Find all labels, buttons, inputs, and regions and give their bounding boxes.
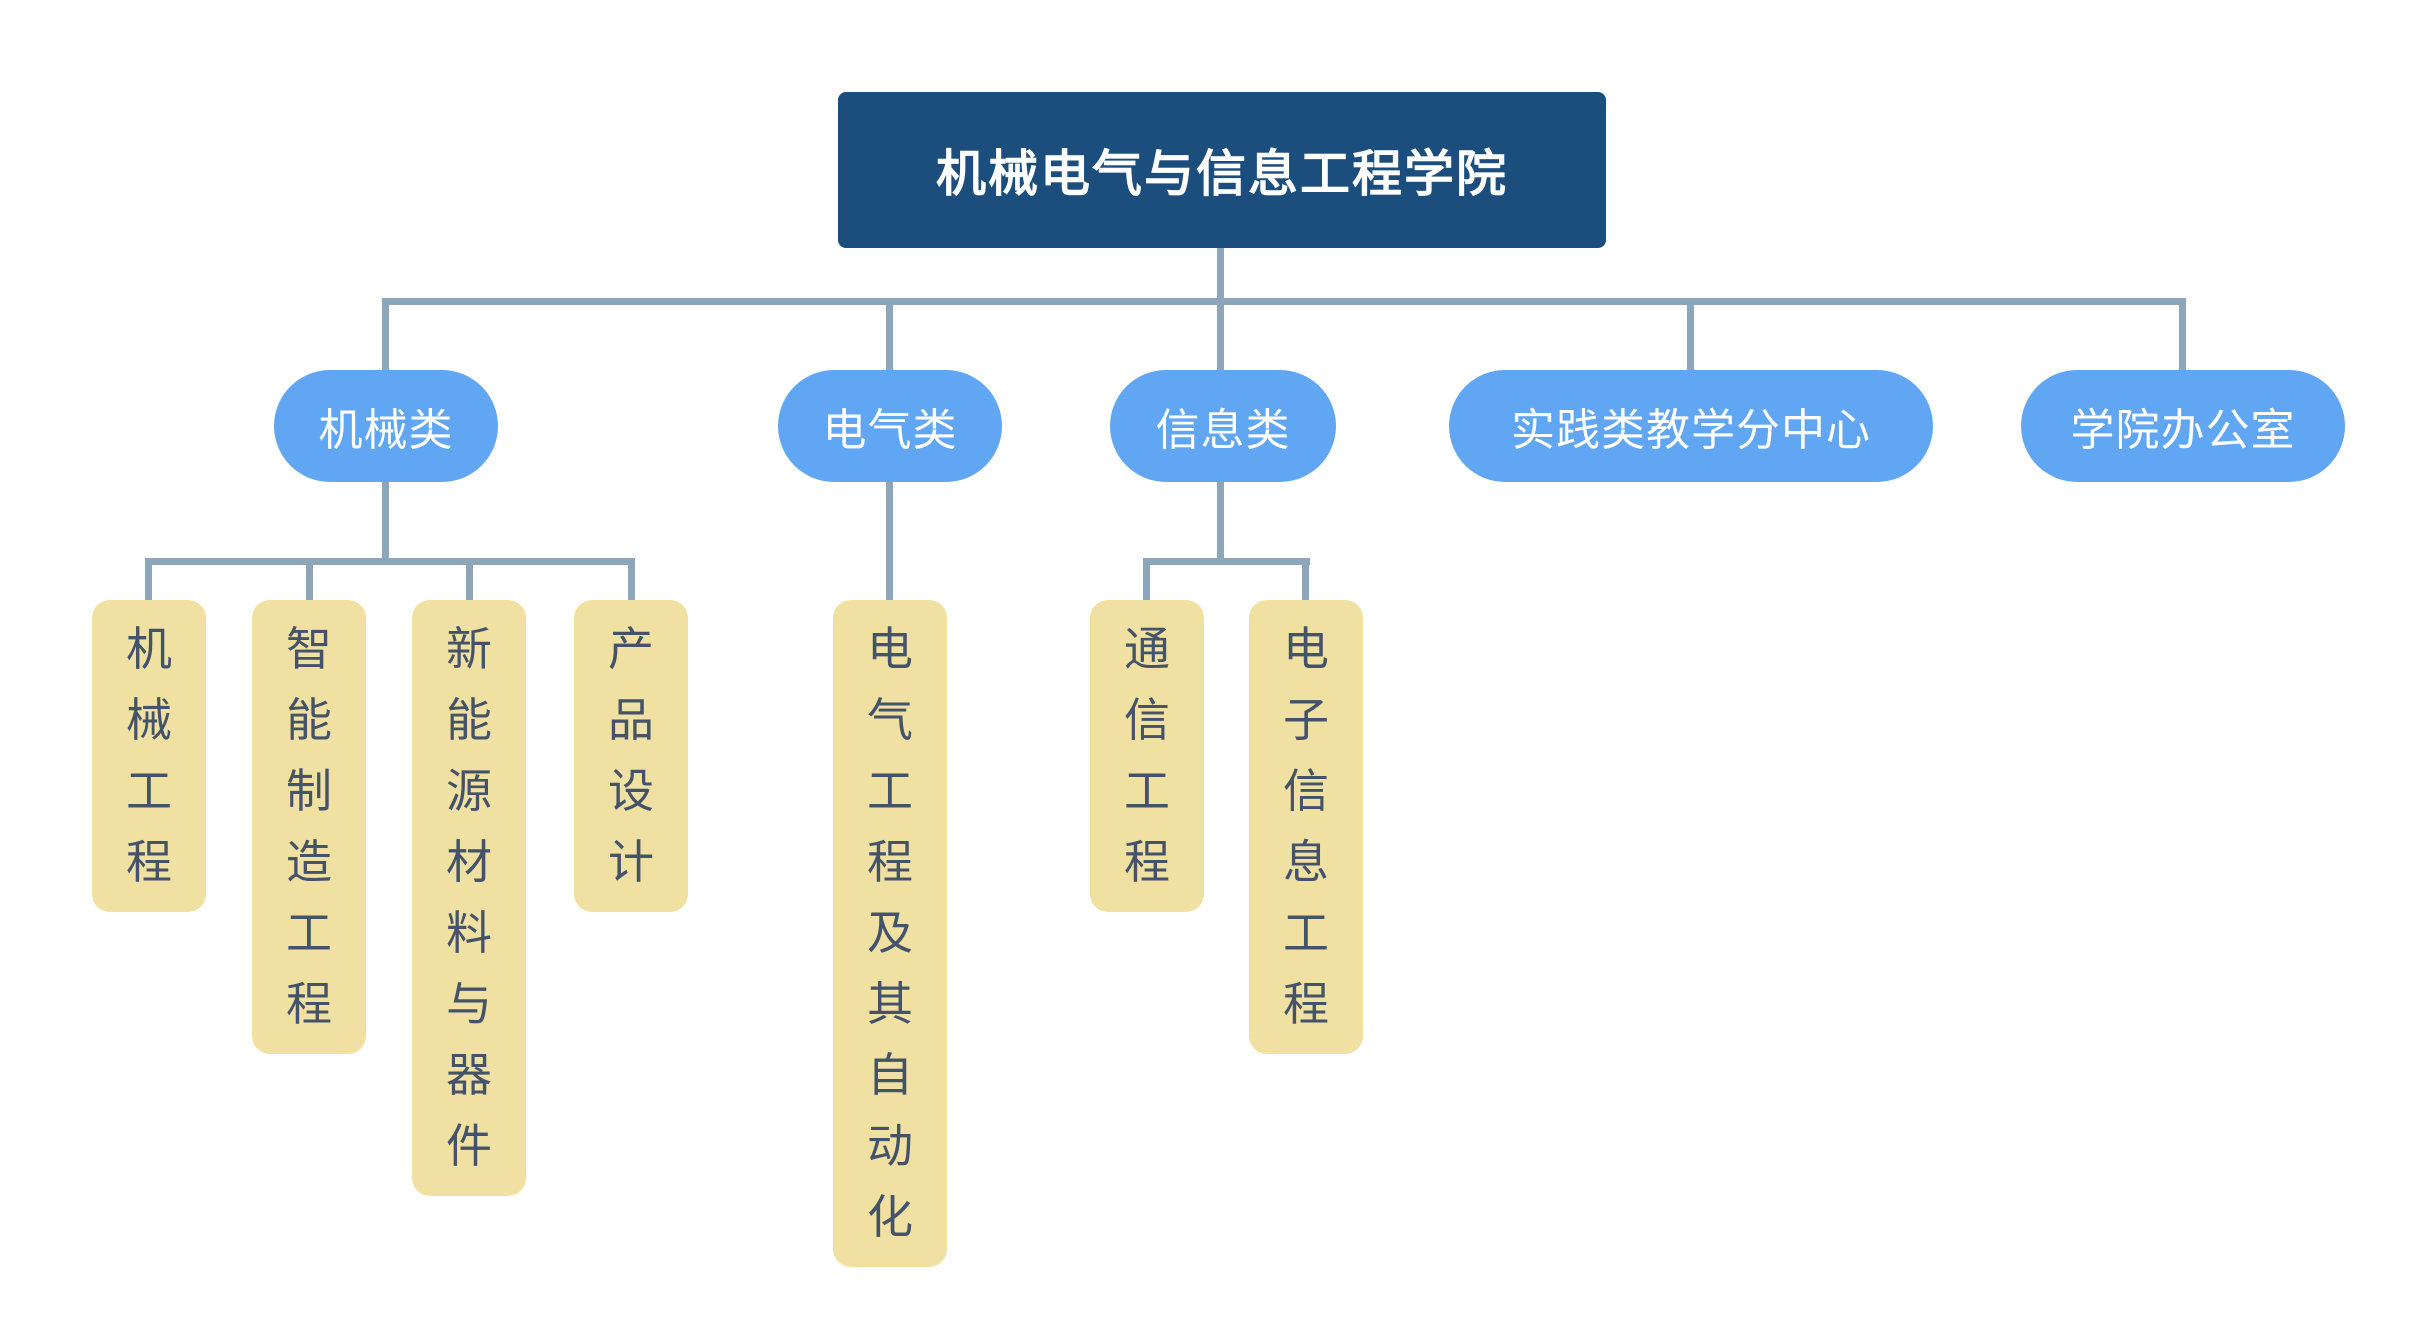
connector-level2-rail: [382, 298, 2186, 305]
program-communication-engineering-label: 通信工程: [1124, 623, 1170, 888]
connector-drop-college-office: [2179, 298, 2186, 370]
program-mechanical-engineering-label: 机械工程: [126, 623, 172, 888]
category-mechanical-label: 机械类: [318, 406, 454, 455]
connector-information-stub: [1217, 480, 1224, 562]
program-electrical-automation: 电气工程及其自动化: [833, 600, 947, 1267]
category-practice-teaching-center-label: 实践类教学分中心: [1511, 406, 1871, 455]
connector-information-rail: [1143, 558, 1310, 565]
category-electrical-label: 电气类: [822, 406, 958, 455]
category-information: 信息类: [1110, 370, 1336, 482]
connector-drop-communication-engineering: [1143, 558, 1150, 604]
connector-mechanical-stub: [382, 480, 389, 562]
category-information-label: 信息类: [1155, 406, 1291, 455]
category-mechanical: 机械类: [274, 370, 498, 482]
connector-drop-product-design: [628, 558, 635, 604]
connector-drop-new-energy-materials: [466, 558, 473, 604]
connector-drop-practice-center: [1687, 298, 1694, 370]
connector-drop-mechanical: [382, 298, 389, 370]
connector-drop-mechanical-engineering: [145, 558, 152, 604]
connector-drop-electrical: [886, 298, 893, 370]
program-mechanical-engineering: 机械工程: [92, 600, 206, 912]
connector-drop-electronic-information: [1302, 558, 1309, 604]
program-electrical-automation-label: 电气工程及其自动化: [867, 623, 913, 1243]
program-intelligent-manufacturing: 智能制造工程: [252, 600, 366, 1054]
program-communication-engineering: 通信工程: [1090, 600, 1204, 912]
connector-drop-intelligent-manufacturing: [306, 558, 313, 604]
program-product-design-label: 产品设计: [608, 623, 654, 888]
category-college-office-label: 学院办公室: [2070, 406, 2296, 455]
connector-root-stub: [1217, 248, 1224, 370]
category-electrical: 电气类: [778, 370, 1002, 482]
program-product-design: 产品设计: [574, 600, 688, 912]
connector-electrical-stub: [886, 480, 893, 602]
connector-mechanical-rail: [145, 558, 635, 565]
category-college-office: 学院办公室: [2021, 370, 2345, 482]
root-node-label: 机械电气与信息工程学院: [936, 146, 1508, 202]
program-electronic-information: 电子信息工程: [1249, 600, 1363, 1054]
program-electronic-information-label: 电子信息工程: [1283, 623, 1329, 1030]
program-new-energy-materials: 新能源材料与器件: [412, 600, 526, 1196]
program-intelligent-manufacturing-label: 智能制造工程: [286, 623, 332, 1030]
root-node: 机械电气与信息工程学院: [838, 92, 1606, 248]
program-new-energy-materials-label: 新能源材料与器件: [446, 623, 492, 1172]
category-practice-teaching-center: 实践类教学分中心: [1449, 370, 1933, 482]
